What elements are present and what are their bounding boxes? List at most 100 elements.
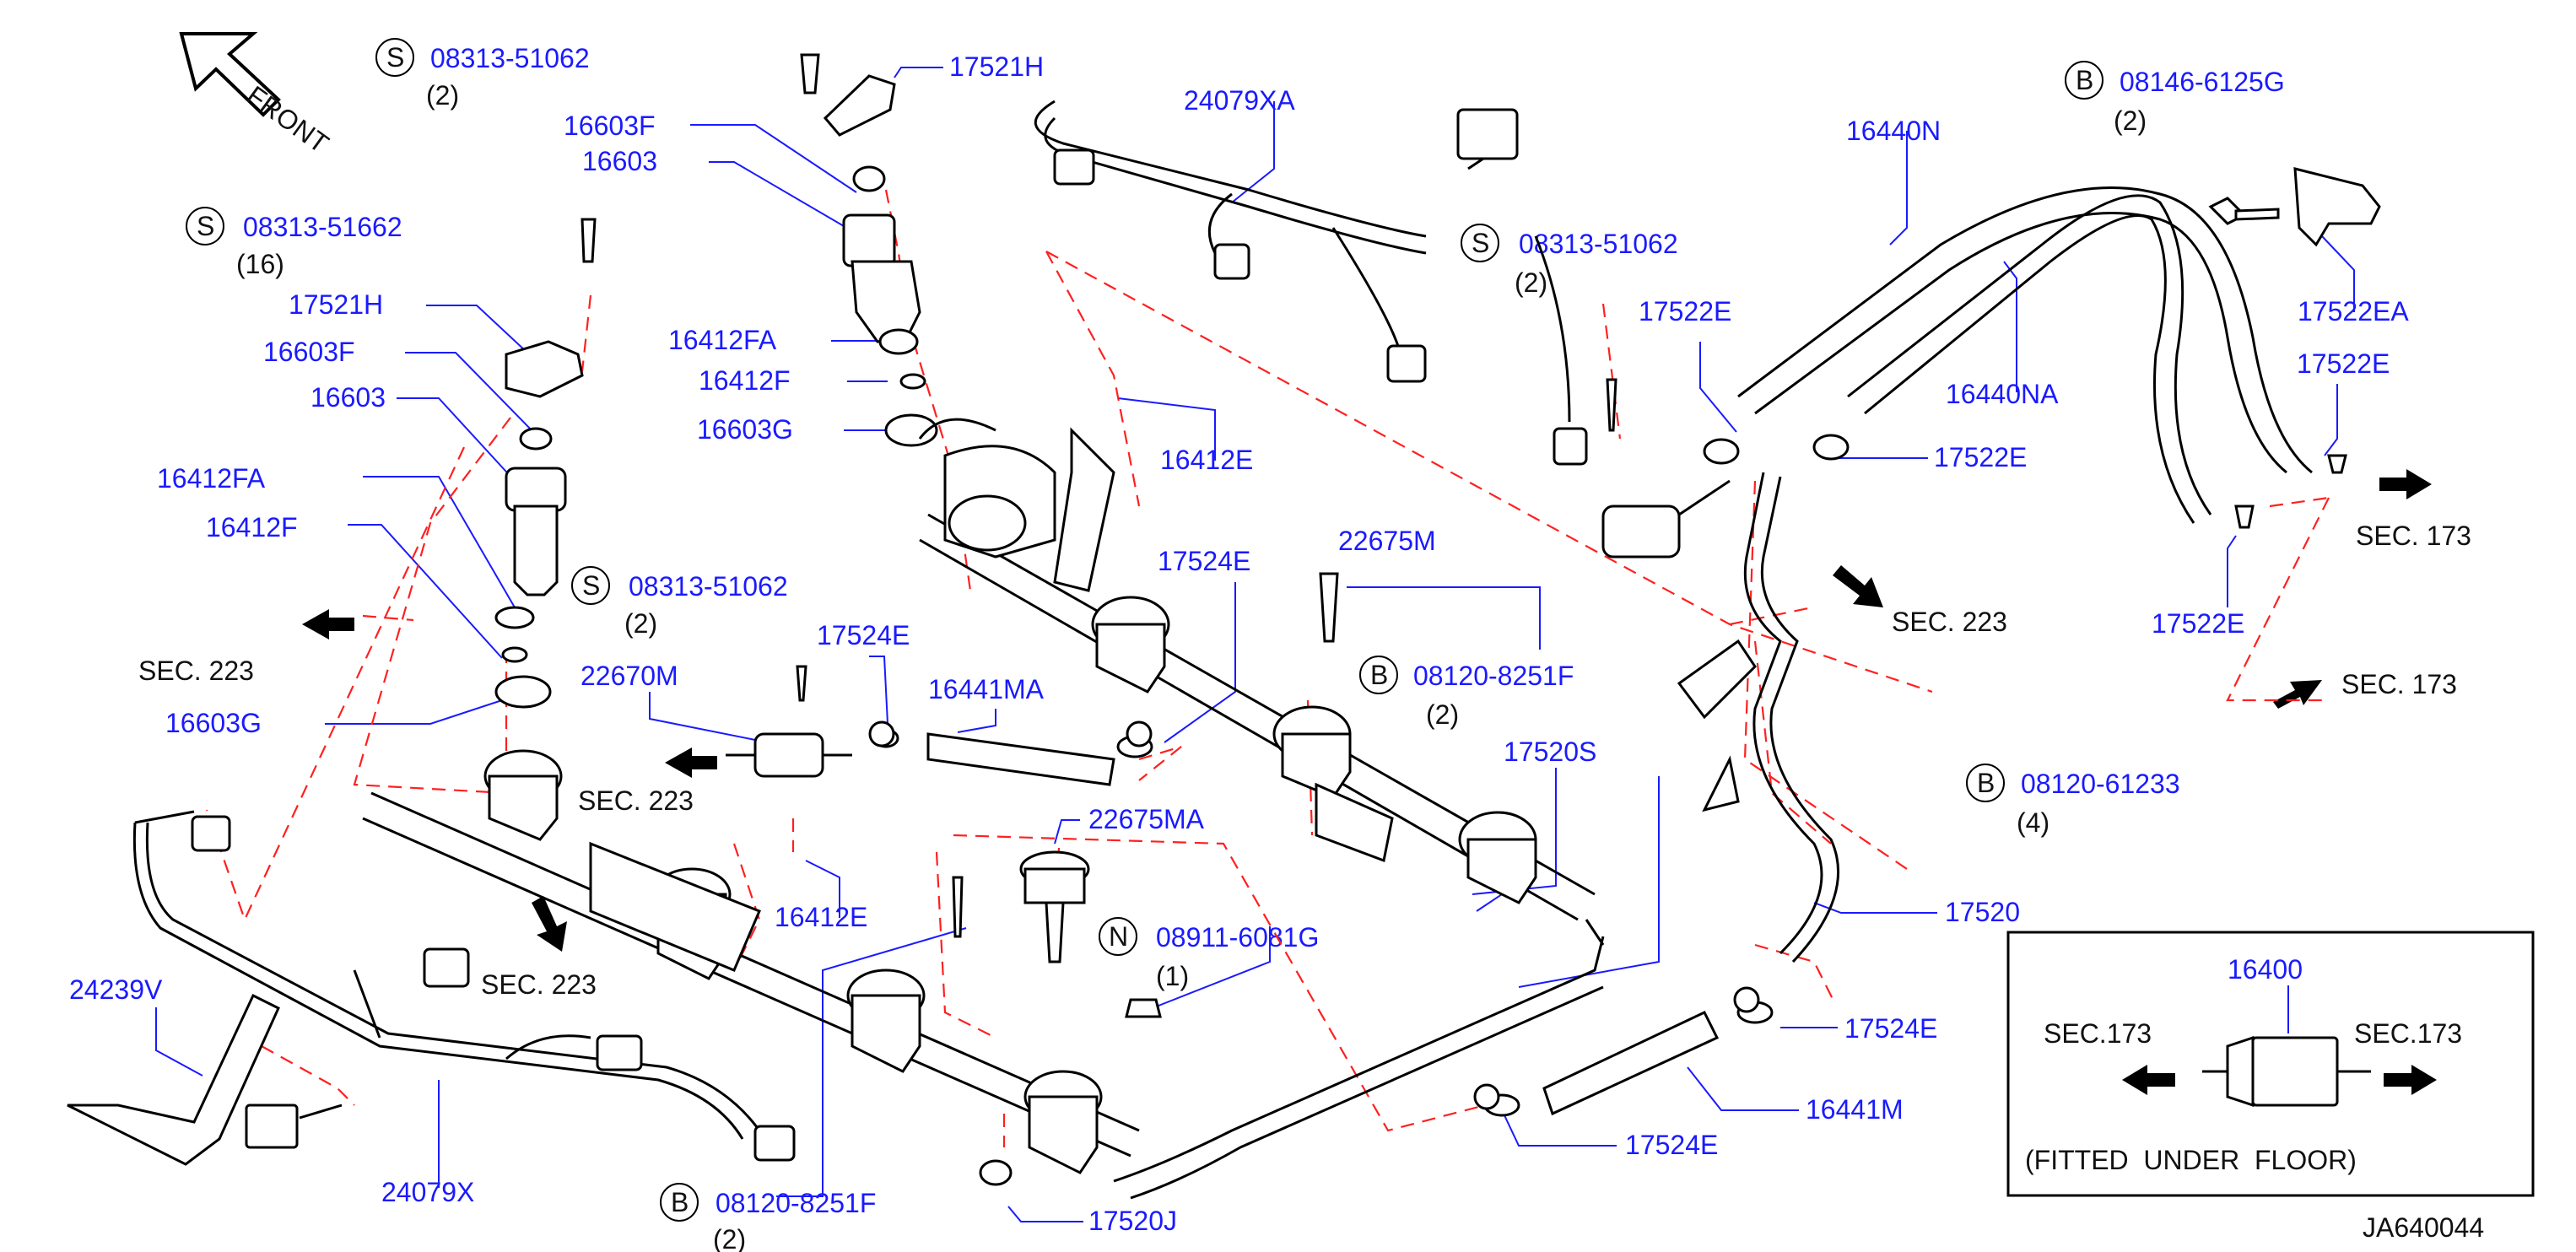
part-label: 17524E <box>1158 546 1250 576</box>
svg-text:B: B <box>2076 65 2093 95</box>
svg-text:08120-8251F: 08120-8251F <box>1413 661 1574 691</box>
part-label: 16440N <box>1846 116 1941 146</box>
part-label: 17521H <box>949 51 1044 82</box>
bracket-24239v <box>67 993 343 1166</box>
svg-text:08120-8251F: 08120-8251F <box>716 1188 876 1218</box>
inset-left-ref: SEC.173 <box>2044 1018 2152 1049</box>
svg-text:(2): (2) <box>426 80 459 111</box>
injector-group-top <box>581 53 938 447</box>
svg-text:(2): (2) <box>2114 105 2147 136</box>
fastener-callout: B 08120-8251F (2) <box>660 1183 876 1252</box>
svg-text:(1): (1) <box>1156 961 1189 991</box>
part-label: 16603G <box>697 414 793 445</box>
bolt-symbol-icon <box>2065 61 2103 100</box>
part-label: 16441M <box>1806 1094 1904 1125</box>
svg-text:(16): (16) <box>236 249 284 279</box>
part-label: 17524E <box>817 620 910 650</box>
leader-lines <box>155 67 2355 1222</box>
harness-24079x <box>132 810 796 1162</box>
part-label: 16412E <box>775 902 867 932</box>
svg-text:B: B <box>1370 660 1388 690</box>
section-ref: SEC. 223 <box>481 969 597 1000</box>
fuel-rail-upper <box>918 418 1596 921</box>
part-label: 16603 <box>311 382 386 413</box>
arrow-right-icon <box>2384 1065 2437 1095</box>
bolt-symbol-icon <box>660 1183 699 1222</box>
arrow-left-icon <box>2122 1065 2175 1095</box>
section-references: SEC. 223 SEC. 223 SEC. 223 SEC. 223 SEC.… <box>138 469 2471 1000</box>
section-ref: SEC. 223 <box>1892 607 2007 637</box>
svg-text:S: S <box>582 570 600 601</box>
section-ref: SEC. 173 <box>2356 521 2471 551</box>
part-label: 16603F <box>263 337 355 367</box>
arrow-down-icon <box>532 896 567 952</box>
fuel-filter-inset: 16400 SEC.173 SEC.173 (FITTED UNDER FLOO… <box>2006 931 2535 1197</box>
injector-group-left <box>494 340 584 709</box>
fastener-callout: S 08313-51662 (16) <box>186 207 402 279</box>
arrow-left-icon <box>302 609 354 639</box>
part-number-labels: 17521H 16603F 16603 17521H 16603F 16603 … <box>69 51 2409 1236</box>
connector-icon <box>596 1034 643 1071</box>
diagram-code: JA640044 <box>2363 1212 2484 1243</box>
part-label: 22670M <box>581 661 678 691</box>
fuel-rail-lower <box>362 749 1140 1186</box>
inset-right-ref: SEC.173 <box>2354 1018 2462 1049</box>
connector-icon <box>1386 344 1427 383</box>
part-label: 24079XA <box>1184 85 1295 116</box>
fuel-pipe-17520 <box>1677 434 1850 963</box>
part-label: 17524E <box>1625 1130 1718 1160</box>
front-direction-indicator: FRONT <box>179 32 334 159</box>
clip-17522ea <box>2208 167 2381 529</box>
bolt-symbol-icon <box>1966 764 2005 802</box>
screw-symbol-icon <box>375 38 414 77</box>
part-label: 16412F <box>699 365 791 396</box>
part-label: 16603F <box>564 111 656 141</box>
fastener-callout: B 08120-61233 (4) <box>1966 764 2180 838</box>
fuel-filter-icon <box>2202 1035 2371 1108</box>
fastener-callout: N 08911-6081G (1) <box>1099 917 1319 991</box>
svg-text:(4): (4) <box>2017 807 2049 838</box>
hose-clamps <box>868 720 1760 1110</box>
connector-icon <box>1456 108 1519 160</box>
part-label: 17522E <box>1639 296 1731 326</box>
screw-symbol-icon <box>571 566 610 605</box>
section-ref: SEC. 223 <box>578 785 694 816</box>
part-label: 17522E <box>1934 442 2027 472</box>
section-ref: SEC. 173 <box>2341 669 2457 699</box>
part-label: 17522E <box>2297 348 2390 379</box>
bolt-symbol-icon <box>1359 656 1398 694</box>
part-label: 16441MA <box>928 674 1045 704</box>
screw-symbol-icon <box>186 207 224 246</box>
svg-text:(2): (2) <box>713 1224 746 1252</box>
connector-icon <box>191 815 231 852</box>
part-label: 16412FA <box>668 325 777 355</box>
svg-text:08313-51662: 08313-51662 <box>243 212 402 242</box>
connector-icon <box>1213 243 1250 280</box>
part-label: 17522E <box>2152 608 2244 639</box>
inset-note: (FITTED UNDER FLOOR) <box>2025 1145 2357 1175</box>
part-label: 17520S <box>1504 737 1596 767</box>
part-label: 16412F <box>206 512 298 542</box>
svg-text:08313-51062: 08313-51062 <box>629 571 788 602</box>
part-label: 17520 <box>1945 897 2020 927</box>
screw-symbol-icon <box>1461 224 1499 262</box>
pressure-damper-22670m <box>726 665 899 778</box>
part-label: 16412FA <box>157 463 266 494</box>
connector-icon <box>423 947 470 988</box>
fastener-callout: S 08313-51062 (2) <box>571 566 788 639</box>
svg-text:08120-61233: 08120-61233 <box>2021 769 2180 799</box>
arrow-right-icon <box>1833 565 1883 607</box>
pressure-regulator-22675ma <box>952 850 1162 1018</box>
svg-text:08313-51062: 08313-51062 <box>430 43 590 73</box>
svg-text:08911-6081G: 08911-6081G <box>1156 922 1319 952</box>
fastener-callout: B 08120-8251F (2) <box>1359 656 1574 730</box>
arrow-right-icon <box>2273 680 2322 709</box>
svg-text:S: S <box>1472 228 1489 258</box>
arrow-right-icon <box>2379 469 2432 499</box>
connector-icon <box>1053 148 1095 186</box>
fastener-callout: B 08146-6125G (2) <box>2065 61 2285 136</box>
svg-text:(2): (2) <box>1515 267 1547 298</box>
inset-part-label: 16400 <box>2228 954 2303 985</box>
svg-text:S: S <box>386 42 404 73</box>
